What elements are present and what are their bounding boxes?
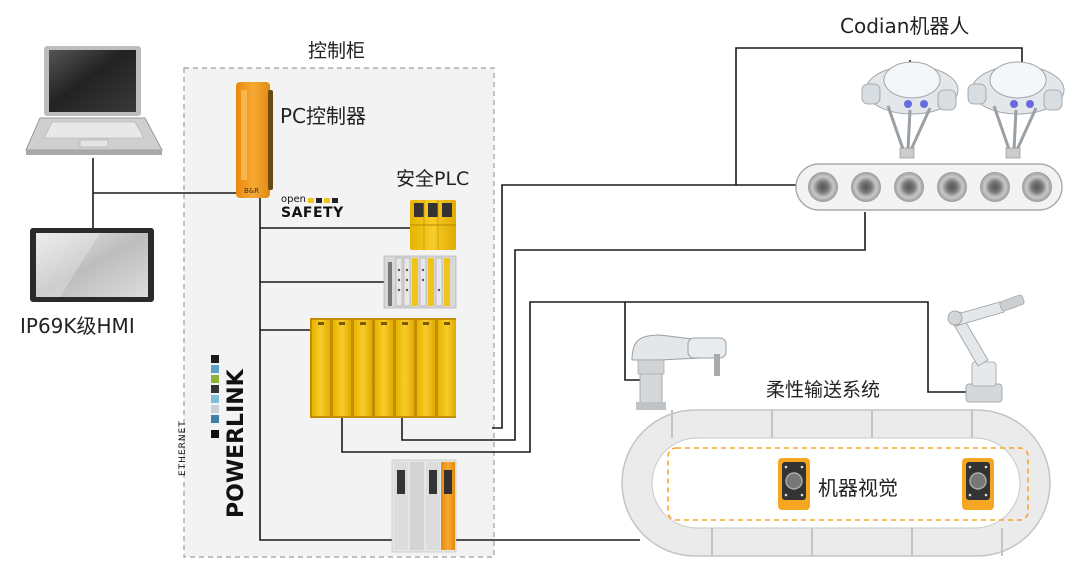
pc-controller-label: PC控制器: [280, 104, 367, 128]
safety-plc-device: [410, 200, 456, 250]
flex-conveyor-track: [621, 409, 1051, 557]
open-safety-big-text: SAFETY: [281, 205, 344, 221]
robot-label: Codian机器人: [840, 14, 970, 38]
codian-robot-left: [861, 61, 959, 159]
vision-camera-left: [778, 458, 810, 510]
laptop: [25, 46, 163, 155]
flex-conveyor-label: 柔性输送系统: [766, 379, 881, 401]
open-safety-small-text: open: [281, 194, 306, 205]
ethernet-text: ETHERNET: [178, 420, 188, 476]
svg-text:B&R: B&R: [244, 187, 259, 195]
cabinet-label: 控制柜: [308, 40, 366, 62]
drive-rack: [391, 459, 457, 553]
powerlink-text: POWERLINK: [224, 369, 249, 518]
scara-robot: [631, 334, 727, 410]
machine-vision-label: 机器视觉: [818, 476, 898, 500]
hmi-panel: [30, 228, 154, 302]
codian-robot-right: [967, 61, 1065, 159]
articulated-robot: [947, 294, 1025, 403]
powerlink-logo: [211, 355, 219, 438]
vision-camera-right: [962, 458, 994, 510]
pc-controller-device: B&R: [236, 82, 273, 198]
hmi-label: IP69K级HMI: [20, 314, 135, 338]
open-safety-logo: [308, 198, 338, 203]
io-modules: [383, 255, 457, 309]
safety-plc-label: 安全PLC: [396, 168, 470, 190]
servo-drives: [310, 318, 456, 418]
roller-conveyor: [795, 163, 1063, 211]
